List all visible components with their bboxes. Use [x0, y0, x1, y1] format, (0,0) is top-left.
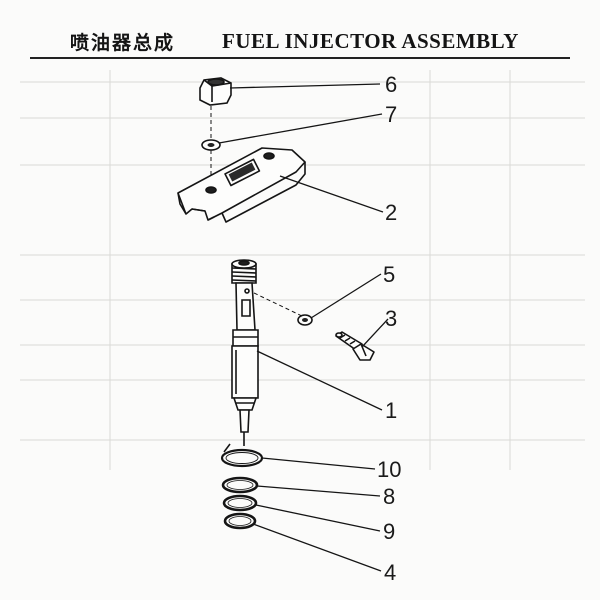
return-line-dashed	[253, 292, 303, 317]
title-english: FUEL INJECTOR ASSEMBLY	[222, 29, 519, 53]
leader-lines	[218, 83, 389, 572]
leader-10	[261, 457, 376, 470]
part-6-hex-nut	[199, 77, 232, 106]
callout-10: 10	[377, 457, 401, 482]
callout-1: 1	[385, 398, 397, 423]
part-8-o-ring	[221, 476, 259, 494]
part-2-clamp-plate	[177, 147, 306, 223]
part-5-seal-washer	[297, 314, 313, 326]
callout-3: 3	[385, 306, 397, 331]
part-4-gasket-ring	[223, 512, 257, 530]
show-through-lines	[20, 70, 585, 470]
part-7-washer	[201, 106, 221, 183]
callout-9: 9	[383, 519, 395, 544]
leader-9	[255, 504, 381, 532]
leader-5	[310, 273, 382, 319]
leader-4	[252, 523, 382, 572]
leader-8	[256, 485, 381, 497]
callout-labels: 6 7 2 5 3 1 10 8 9 4	[377, 72, 401, 585]
callout-7: 7	[385, 102, 397, 127]
part-3-banjo-bolt	[335, 331, 375, 361]
part-10-circlip	[220, 443, 264, 468]
callout-6: 6	[385, 72, 397, 97]
callout-8: 8	[383, 484, 395, 509]
leader-1	[256, 350, 383, 411]
header-rule	[30, 57, 570, 59]
callout-4: 4	[384, 560, 396, 585]
part-9-o-ring	[222, 494, 258, 512]
callout-5: 5	[383, 262, 395, 287]
part-1-injector-body	[231, 259, 259, 446]
leader-3	[361, 318, 389, 348]
callout-2: 2	[385, 200, 397, 225]
leader-2	[279, 175, 384, 213]
title-chinese: 喷油器总成	[70, 32, 176, 54]
leader-6	[229, 83, 381, 89]
leader-7	[218, 113, 383, 144]
page-header: 喷油器总成 FUEL INJECTOR ASSEMBLY	[0, 0, 600, 60]
